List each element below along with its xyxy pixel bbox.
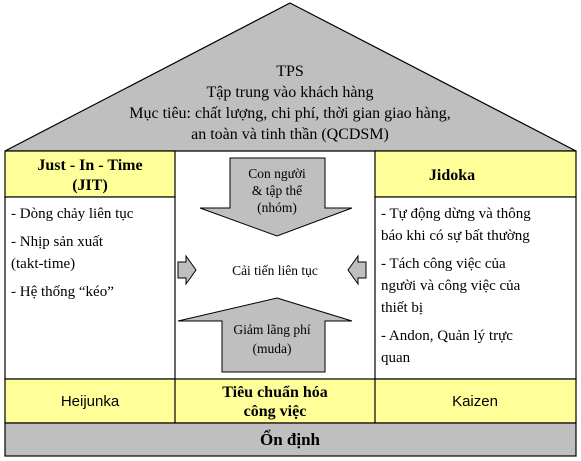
kaizen-label: Kaizen (452, 393, 498, 410)
top-arrow-label-line-3: (nhóm) (257, 200, 297, 215)
standardized-work-label-line-1: Tiêu chuẩn hóa (222, 384, 328, 401)
base-row (4, 378, 577, 424)
arrow-right-icon (177, 254, 197, 286)
down-arrow-icon (199, 157, 353, 237)
left-pillar-header (4, 150, 176, 198)
right-pillar-body (374, 196, 577, 380)
heijunka-label: Heijunka (61, 393, 120, 410)
left-pillar-item: - Dòng chảy liên tục (11, 206, 134, 222)
arrow-left-icon (347, 254, 367, 286)
top-arrow-label-line-2: & tập thể (252, 183, 302, 198)
foundation (4, 422, 577, 457)
left-pillar-title-line-2: (JIT) (72, 177, 108, 194)
left-pillar-title-line-1: Just - In - Time (37, 157, 142, 174)
roof-goal-line-1: Mục tiêu: chất lượng, chi phí, thời gian… (129, 105, 451, 122)
right-pillar-header (374, 150, 577, 198)
left-pillar-body (4, 196, 176, 380)
right-pillar-title: Jidoka (429, 167, 475, 184)
right-pillar-item: - Tự động dừng và thông (381, 206, 531, 222)
right-pillar-item: - Andon, Quản lý trực (381, 328, 513, 344)
right-pillar-item: - Tách công việc của (381, 256, 506, 272)
left-pillar-item: - Hệ thống “kéo” (11, 284, 114, 300)
right-pillar-item: người và công việc của (381, 278, 521, 294)
up-arrow-icon (177, 297, 353, 373)
top-arrow-label-line-1: Con người (248, 166, 306, 181)
right-pillar-item: thiết bị (381, 300, 423, 316)
stability-label: Ổn định (260, 429, 321, 449)
roof-subtitle: Tập trung vào khách hàng (206, 84, 373, 101)
bottom-arrow-label-line-1: Giảm lãng phí (233, 322, 310, 337)
roof (4, 2, 577, 152)
bottom-arrow-label-line-2: (muda) (253, 341, 292, 356)
left-pillar-item: (takt-time) (11, 256, 75, 272)
right-pillar-item: quan (381, 350, 411, 366)
left-pillar-item: - Nhịp sản xuất (11, 234, 104, 250)
roof-title: TPS (276, 63, 304, 80)
right-pillar-item: báo khi có sự bất thường (381, 228, 530, 244)
roof-goal-line-2: an toàn và tinh thần (QCDSM) (191, 126, 389, 143)
continuous-improvement-label: Cải tiến liên tục (232, 263, 318, 278)
standardized-work-label-line-2: công việc (244, 403, 307, 420)
